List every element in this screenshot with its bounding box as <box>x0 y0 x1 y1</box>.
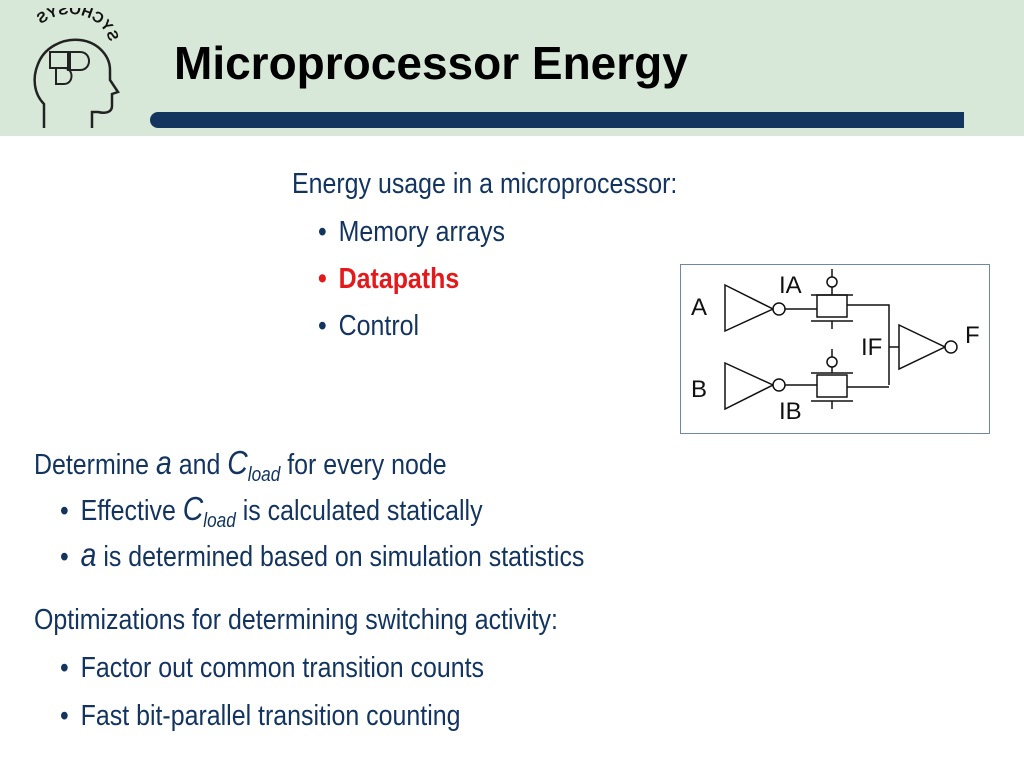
page-title: Microprocessor Energy <box>174 37 688 89</box>
label-b: B <box>691 376 707 403</box>
circuit-diagram: A B IA IB IF F <box>680 264 990 434</box>
bullet: • <box>60 652 69 684</box>
title-underline <box>150 112 964 128</box>
bullet: • <box>318 216 327 248</box>
energy-heading: Energy usage in a microprocessor: <box>292 168 678 200</box>
svg-text:SYCHOSYS: SYCHOSYS <box>34 8 122 43</box>
energy-item-label: Control <box>338 310 420 342</box>
inverter-f <box>898 323 947 371</box>
bullet: • <box>318 263 327 295</box>
energy-item-label: Memory arrays <box>338 216 505 248</box>
slide-header: SYCHOSYS Microprocessor Energy <box>0 0 1024 136</box>
optimizations-item-factor: • Factor out common transition counts <box>60 652 484 685</box>
label-a: A <box>691 294 707 321</box>
inverter-b <box>724 361 775 411</box>
energy-item-memory: • Memory arrays <box>318 216 505 249</box>
alpha-symbol: a <box>155 444 172 481</box>
head-logo-icon: SYCHOSYS <box>33 1 122 128</box>
energy-item-datapaths: • Datapaths <box>318 263 459 296</box>
gate-a-bubble <box>826 276 838 288</box>
determine-pre: Determine <box>34 449 150 481</box>
inverter-a <box>724 283 775 333</box>
label-ib: IB <box>779 398 802 425</box>
pass-gate-a <box>816 294 848 318</box>
c-subscript: load <box>247 464 281 486</box>
inverter-b-bubble <box>772 378 786 392</box>
alpha-symbol: a <box>80 536 97 573</box>
determine-item-cload: • Effective Cload is calculated staticall… <box>60 490 483 533</box>
wire-a-out <box>847 304 890 385</box>
optimization-item-label: Factor out common transition counts <box>80 652 485 684</box>
bullet: • <box>60 541 69 573</box>
item-post: is calculated statically <box>242 495 483 527</box>
gate-b-bubble <box>826 356 838 368</box>
pass-gate-b <box>816 374 848 398</box>
c-symbol: C <box>227 444 248 481</box>
energy-item-control: • Control <box>318 310 419 343</box>
c-symbol: C <box>182 490 204 527</box>
inverter-a-bubble <box>772 302 786 316</box>
determine-item-alpha: • a is determined based on simulation sta… <box>60 536 584 574</box>
energy-item-label: Datapaths <box>338 263 460 295</box>
determine-post: for every node <box>287 449 447 481</box>
item-pre: Effective <box>80 495 176 527</box>
determine-and: and <box>178 449 221 481</box>
optimizations-heading: Optimizations for determining switching … <box>34 604 558 636</box>
label-ia: IA <box>779 272 802 299</box>
item-post: is determined based on simulation statis… <box>103 541 585 573</box>
c-subscript: load <box>203 510 236 532</box>
bullet: • <box>60 495 69 527</box>
inverter-f-bubble <box>944 340 958 354</box>
label-f: F <box>965 322 980 349</box>
bullet: • <box>60 700 69 732</box>
logo: SYCHOSYS <box>22 1 122 132</box>
label-if: IF <box>861 334 882 361</box>
optimizations-item-bitparallel: • Fast bit-parallel transition counting <box>60 700 460 733</box>
optimization-item-label: Fast bit-parallel transition counting <box>80 700 461 732</box>
determine-heading: Determine a and Cload for every node <box>34 444 447 487</box>
bullet: • <box>318 310 327 342</box>
